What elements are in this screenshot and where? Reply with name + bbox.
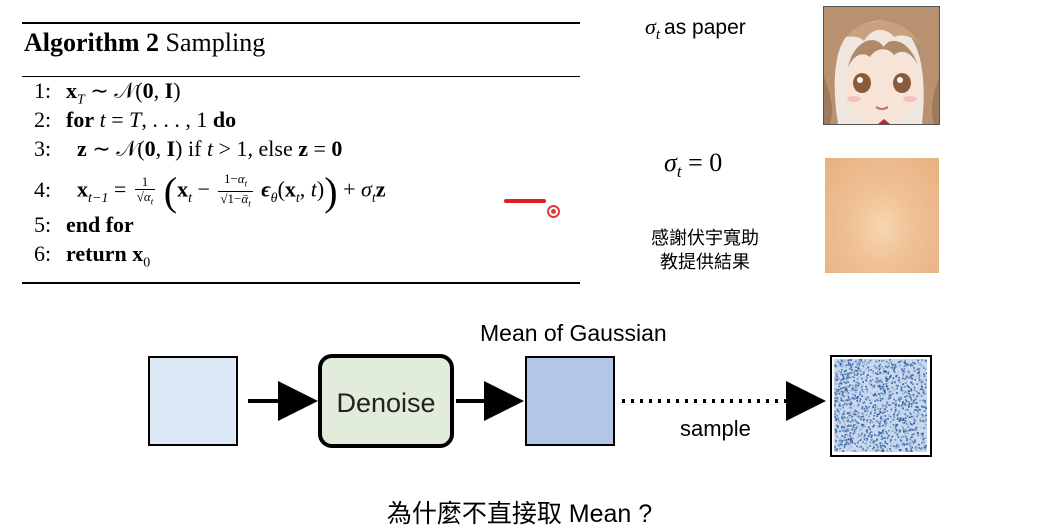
question-text: 為什麼不直接取 Mean ? [386, 500, 653, 528]
algorithm-number: Algorithm 2 [24, 28, 160, 57]
anime-face-sample-image [823, 6, 940, 125]
algorithm-box: Algorithm 2 Sampling 1:xT ∼ 𝒩(0, I) 2:fo… [22, 18, 582, 286]
sigma-z-highlight [504, 199, 546, 203]
algo-line-1: 1:xT ∼ 𝒩(0, I) [34, 78, 181, 108]
sigma-zero-label: σt = 0 [664, 148, 723, 181]
sampling-diagram: Denoise Mean of Gaussian sample [0, 300, 1039, 528]
denoise-label: Denoise [336, 388, 436, 418]
sample-label: sample [680, 416, 751, 441]
algo-line-6: 6:return x0 [34, 241, 151, 271]
input-image-box [148, 356, 238, 446]
algorithm-title: Algorithm 2 Sampling [24, 28, 265, 58]
mean-of-gaussian-label: Mean of Gaussian [480, 320, 667, 346]
denoise-block: Denoise [318, 354, 454, 448]
mid-rule [22, 76, 580, 77]
blurry-sample-image [825, 158, 939, 273]
mean-image-box [525, 356, 615, 446]
acknowledgement-text: 感謝伏宇寬助 教提供結果 [651, 228, 759, 272]
algo-line-2: 2:for t = T, . . . , 1 do [34, 107, 237, 132]
top-rule [22, 22, 580, 24]
diagram-arrows [248, 381, 826, 421]
algorithm-name: Sampling [165, 28, 266, 57]
algo-line-5: 5:end for [34, 212, 134, 237]
algo-line-3: 3: z ∼ 𝒩(0, I) if t > 1, else z = 0 [34, 136, 343, 161]
noisy-sample-image [830, 355, 932, 457]
laser-pointer-dot [547, 205, 560, 218]
bottom-rule [22, 282, 580, 284]
algo-line-4: 4: xt−1 = 1√αt (xt − 1−αt√1−ᾱt ϵθ(xt, t)… [34, 169, 386, 214]
